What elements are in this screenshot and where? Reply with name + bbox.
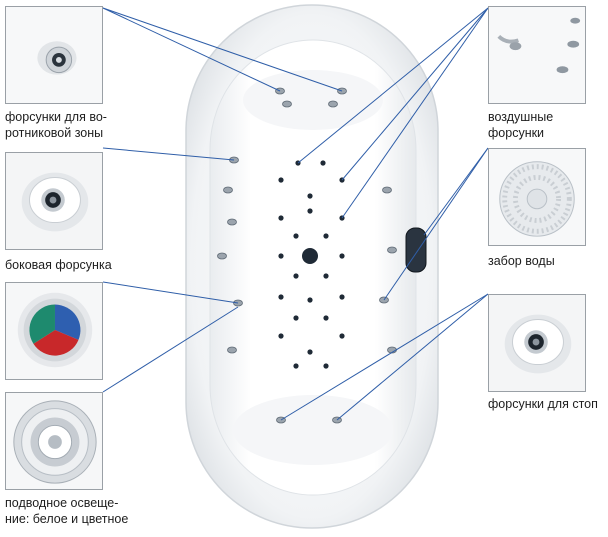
hydro-jet bbox=[223, 186, 233, 194]
hydro-jet bbox=[233, 299, 243, 307]
thumb-whirlpool-zone-jet bbox=[5, 6, 103, 104]
label-water-intake: забор воды bbox=[488, 254, 555, 268]
air-jet-dot bbox=[339, 333, 345, 339]
hydro-jet bbox=[332, 416, 342, 424]
drain bbox=[302, 248, 318, 264]
air-jet-dot bbox=[307, 297, 313, 303]
air-jet-dot bbox=[323, 233, 329, 239]
thumb-air-jets bbox=[488, 6, 586, 104]
air-jet-dot bbox=[295, 160, 301, 166]
air-jet-dot bbox=[307, 349, 313, 355]
hydro-jet bbox=[379, 296, 389, 304]
label-side-jet: боковая форсунка bbox=[5, 258, 112, 272]
air-jet-dot bbox=[339, 253, 345, 259]
air-jet-dot bbox=[278, 333, 284, 339]
label-foot-jets: форсунки для стоп bbox=[488, 397, 598, 411]
label-whirlpool-zone-jets: форсунки для во- ротниковой зоны bbox=[5, 110, 107, 140]
hydro-jet bbox=[387, 346, 397, 354]
thumb-foot-jet bbox=[488, 294, 586, 392]
air-jet-dot bbox=[307, 208, 313, 214]
air-jet-dot bbox=[323, 273, 329, 279]
thumb-white-light bbox=[5, 392, 103, 490]
air-jet-dot bbox=[293, 315, 299, 321]
air-jet-dot bbox=[339, 294, 345, 300]
air-jet-dot bbox=[323, 315, 329, 321]
label-underwater-light: подводное освеще- ние: белое и цветное bbox=[5, 496, 129, 526]
hydro-jet bbox=[275, 87, 285, 95]
air-jet-dot bbox=[278, 294, 284, 300]
air-jet-dot bbox=[320, 160, 326, 166]
hydro-jet bbox=[337, 87, 347, 95]
air-jet-dot bbox=[278, 177, 284, 183]
air-jet-dot bbox=[339, 215, 345, 221]
hydro-jet bbox=[387, 246, 397, 254]
air-jet-dot bbox=[339, 177, 345, 183]
thumb-color-light bbox=[5, 282, 103, 380]
air-jet-dot bbox=[307, 193, 313, 199]
hydro-jet bbox=[229, 156, 239, 164]
thumb-side-jet bbox=[5, 152, 103, 250]
air-jet-dot bbox=[293, 273, 299, 279]
air-jet-dot bbox=[278, 215, 284, 221]
hydro-jet bbox=[227, 346, 237, 354]
hydro-jet bbox=[328, 100, 338, 108]
hydro-jet bbox=[276, 416, 286, 424]
air-jet-dot bbox=[278, 253, 284, 259]
water-intake-grille bbox=[405, 227, 427, 273]
air-jet-dot bbox=[323, 363, 329, 369]
hydro-jet bbox=[217, 252, 227, 260]
air-jet-dot bbox=[293, 363, 299, 369]
thumb-water-intake bbox=[488, 148, 586, 246]
hydro-jet bbox=[227, 218, 237, 226]
hydro-jet bbox=[382, 186, 392, 194]
air-jet-dot bbox=[293, 233, 299, 239]
hydro-jet bbox=[282, 100, 292, 108]
label-air-jets: воздушные форсунки bbox=[488, 110, 554, 140]
